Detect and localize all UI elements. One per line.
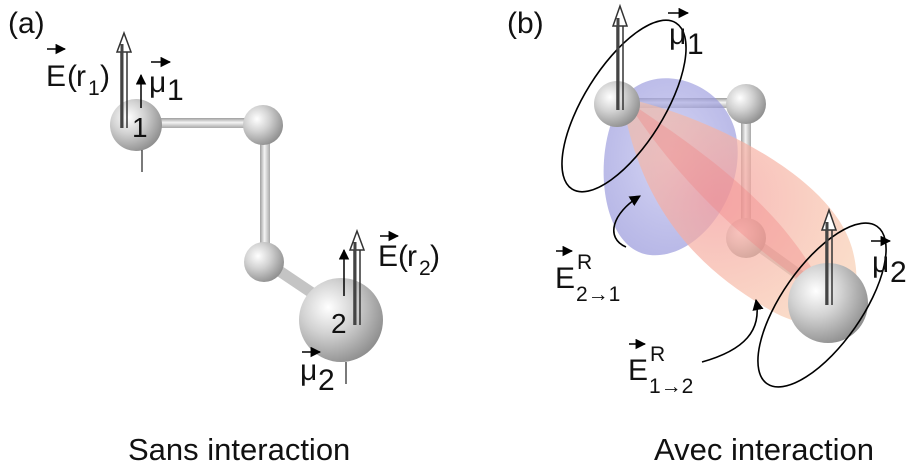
svg-text:2: 2 [318, 364, 335, 397]
precession-ellipse-2 [757, 222, 887, 388]
panel-b-caption: Avec interaction [654, 432, 874, 467]
e-radiated-1-to-2-label: E R 1→2 [628, 338, 693, 398]
svg-text:r: r [407, 240, 417, 273]
panel-a-label: (a) [8, 7, 45, 40]
svg-text:(: ( [398, 240, 408, 273]
svg-text:R: R [650, 343, 665, 366]
atom-b-chain-a [726, 84, 766, 124]
atom-2 [299, 278, 383, 362]
svg-text:μ: μ [149, 66, 166, 99]
dipole-arrow-2 [820, 207, 838, 305]
svg-text:): ) [430, 240, 440, 273]
svg-text:1: 1 [88, 77, 100, 100]
svg-text:μ: μ [300, 354, 317, 387]
e-field-arrow-r2 [348, 228, 366, 325]
precession-ellipse-1 [561, 19, 687, 193]
e-field-r2-label: E ( r 2 ) [378, 230, 440, 280]
svg-text:μ: μ [872, 246, 889, 279]
e-radiated-2-to-1-label: E R 2→1 [555, 245, 620, 306]
mu1-label-a: μ 1 [149, 56, 184, 107]
e-field-arrow-r1 [115, 30, 133, 128]
panel-b: (b) μ [507, 3, 907, 467]
mu2-label-b: μ 2 [871, 235, 907, 289]
svg-text:1→2: 1→2 [649, 375, 693, 398]
atom-chain-a [243, 105, 283, 145]
mu2-label-a: μ 2 [300, 346, 335, 397]
field-lobe-red [622, 98, 857, 324]
e-radiated-1-to-2-pointer [701, 298, 764, 363]
panel-a-caption: Sans interaction [128, 432, 350, 467]
panel-b-label: (b) [507, 7, 544, 40]
dipole-arrow-1 [611, 3, 629, 110]
e-field-r1-label: E ( r 1 ) [46, 43, 110, 100]
field-lobe-red-inner [626, 100, 828, 300]
svg-text:1: 1 [167, 74, 184, 107]
svg-text:2: 2 [419, 257, 431, 280]
svg-text:2→1: 2→1 [576, 283, 620, 306]
svg-text:E: E [46, 60, 66, 93]
panel-a: (a) 1 2 E [8, 7, 440, 467]
bond-2-3 [260, 125, 270, 260]
bond-1-2 [140, 118, 266, 128]
atom-chain-b [244, 242, 284, 282]
svg-text:E: E [378, 240, 398, 273]
e-radiated-2-to-1-pointer [612, 195, 641, 248]
svg-text:R: R [577, 251, 592, 274]
svg-text:): ) [100, 60, 110, 93]
svg-text:(: ( [67, 60, 77, 93]
svg-text:μ: μ [669, 18, 686, 51]
svg-text:E: E [628, 354, 648, 387]
svg-text:2: 2 [890, 256, 907, 289]
svg-text:1: 1 [687, 28, 704, 61]
atom-2-number: 2 [331, 308, 347, 339]
mu1-label-b: μ 1 [668, 7, 704, 61]
atom-1-number: 1 [132, 112, 148, 143]
svg-text:r: r [76, 60, 86, 93]
svg-text:E: E [555, 262, 575, 295]
